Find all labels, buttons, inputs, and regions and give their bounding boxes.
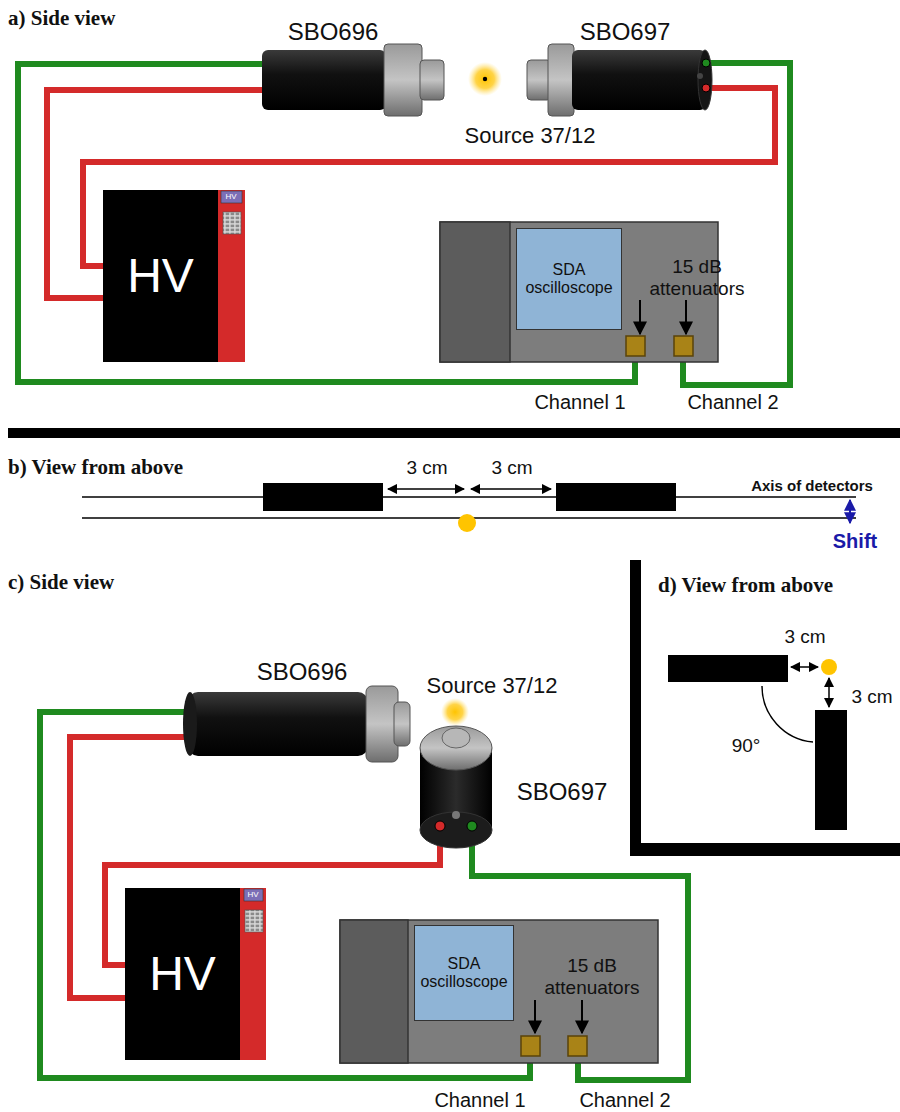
oscilloscope-screen: SDA oscilloscope: [414, 925, 514, 1021]
source-label: Source 37/12: [427, 673, 558, 698]
panel-tag: HV: [225, 192, 236, 201]
source-label: Source 37/12: [465, 123, 596, 148]
channel-label: Channel 2: [687, 391, 778, 414]
attenuator-label: 15 dB attenuators: [631, 256, 763, 300]
oscilloscope-screen: SDA oscilloscope: [516, 228, 622, 330]
angle-label: 90°: [732, 735, 761, 757]
hv-supply: HV: [125, 888, 240, 1060]
dimension: 3 cm: [491, 457, 532, 479]
shift-label: Shift: [833, 530, 877, 553]
panel-tag: HV: [247, 890, 258, 899]
channel-label: Channel 1: [534, 391, 625, 414]
node-text: HV: [127, 248, 194, 303]
channel-label: Channel 1: [434, 1089, 525, 1112]
detector-name: SBO696: [257, 658, 348, 686]
node-text: HV: [149, 946, 216, 1001]
detector-name: SBO697: [517, 778, 608, 806]
dimension: 3 cm: [851, 686, 892, 708]
panel-title: d) View from above: [658, 573, 833, 598]
panel-title: a) Side view: [8, 6, 115, 31]
detector-name: SBO696: [288, 18, 379, 46]
channel-label: Channel 2: [579, 1089, 670, 1112]
dimension: 3 cm: [784, 626, 825, 648]
dimension: 3 cm: [406, 457, 447, 479]
node-text: SDA oscilloscope: [521, 261, 617, 298]
attenuator-label: 15 dB attenuators: [526, 955, 658, 999]
axis-label: Axis of detectors: [751, 477, 873, 494]
node-text: SDA oscilloscope: [419, 955, 509, 992]
panel-title: c) Side view: [8, 570, 114, 595]
hv-supply: HV: [103, 190, 218, 362]
detector-name: SBO697: [580, 18, 671, 46]
panel-title: b) View from above: [8, 455, 183, 480]
